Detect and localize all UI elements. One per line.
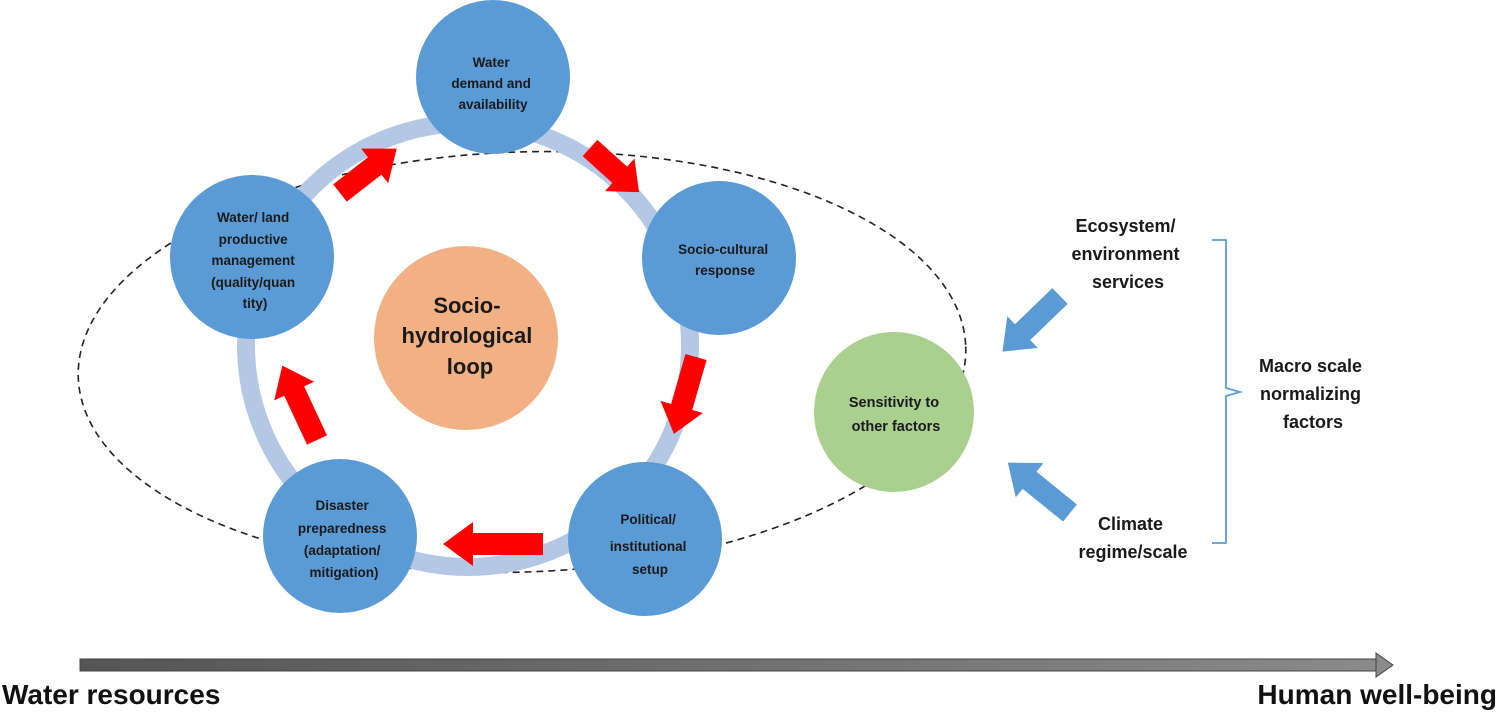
macro-bracket	[1212, 239, 1244, 544]
node-sensitivity-label: Sensitivity to other factors	[849, 395, 943, 435]
macro-scale-label: Macro scale normalizing factors	[1259, 356, 1367, 432]
axis-right-label: Human well-being	[1257, 679, 1497, 710]
arrow-socio-to-political	[660, 353, 707, 434]
center-label: Socio- hydrological loop	[402, 293, 539, 379]
arrow-climate-to-sensitivity	[1007, 462, 1077, 522]
node-water-demand-label: Water demand and availability	[451, 55, 534, 112]
node-socio-cultural-label: Socio-cultural response	[678, 242, 772, 278]
gradient-axis	[79, 652, 1394, 678]
node-disaster	[263, 459, 417, 613]
ecosystem-services-label: Ecosystem/ environment services	[1071, 216, 1184, 292]
arrow-ecosystem-to-sensitivity	[1002, 288, 1068, 352]
node-disaster-label: Disaster preparedness (adaptation/ mitig…	[298, 498, 390, 580]
arrow-demand-to-socio	[582, 139, 640, 193]
climate-regime-label: Climate regime/scale	[1078, 514, 1187, 562]
node-sensitivity	[814, 332, 974, 492]
input-arrows	[1002, 288, 1077, 522]
node-water-land	[170, 175, 334, 339]
arrow-political-to-disaster	[443, 522, 543, 566]
axis-left-label: Water resources	[2, 679, 220, 710]
arrow-land-to-demand	[333, 148, 397, 202]
node-water-demand	[416, 0, 570, 154]
node-water-land-label: Water/ land productive management (quali…	[211, 210, 299, 311]
red-arrows	[274, 139, 707, 566]
arrow-disaster-to-land	[274, 365, 327, 445]
center-circle	[374, 246, 558, 430]
dashed-boundary-ellipse	[77, 150, 967, 574]
node-political	[568, 462, 722, 616]
node-political-label: Political/ institutional setup	[610, 512, 690, 577]
node-socio-cultural	[642, 181, 796, 335]
